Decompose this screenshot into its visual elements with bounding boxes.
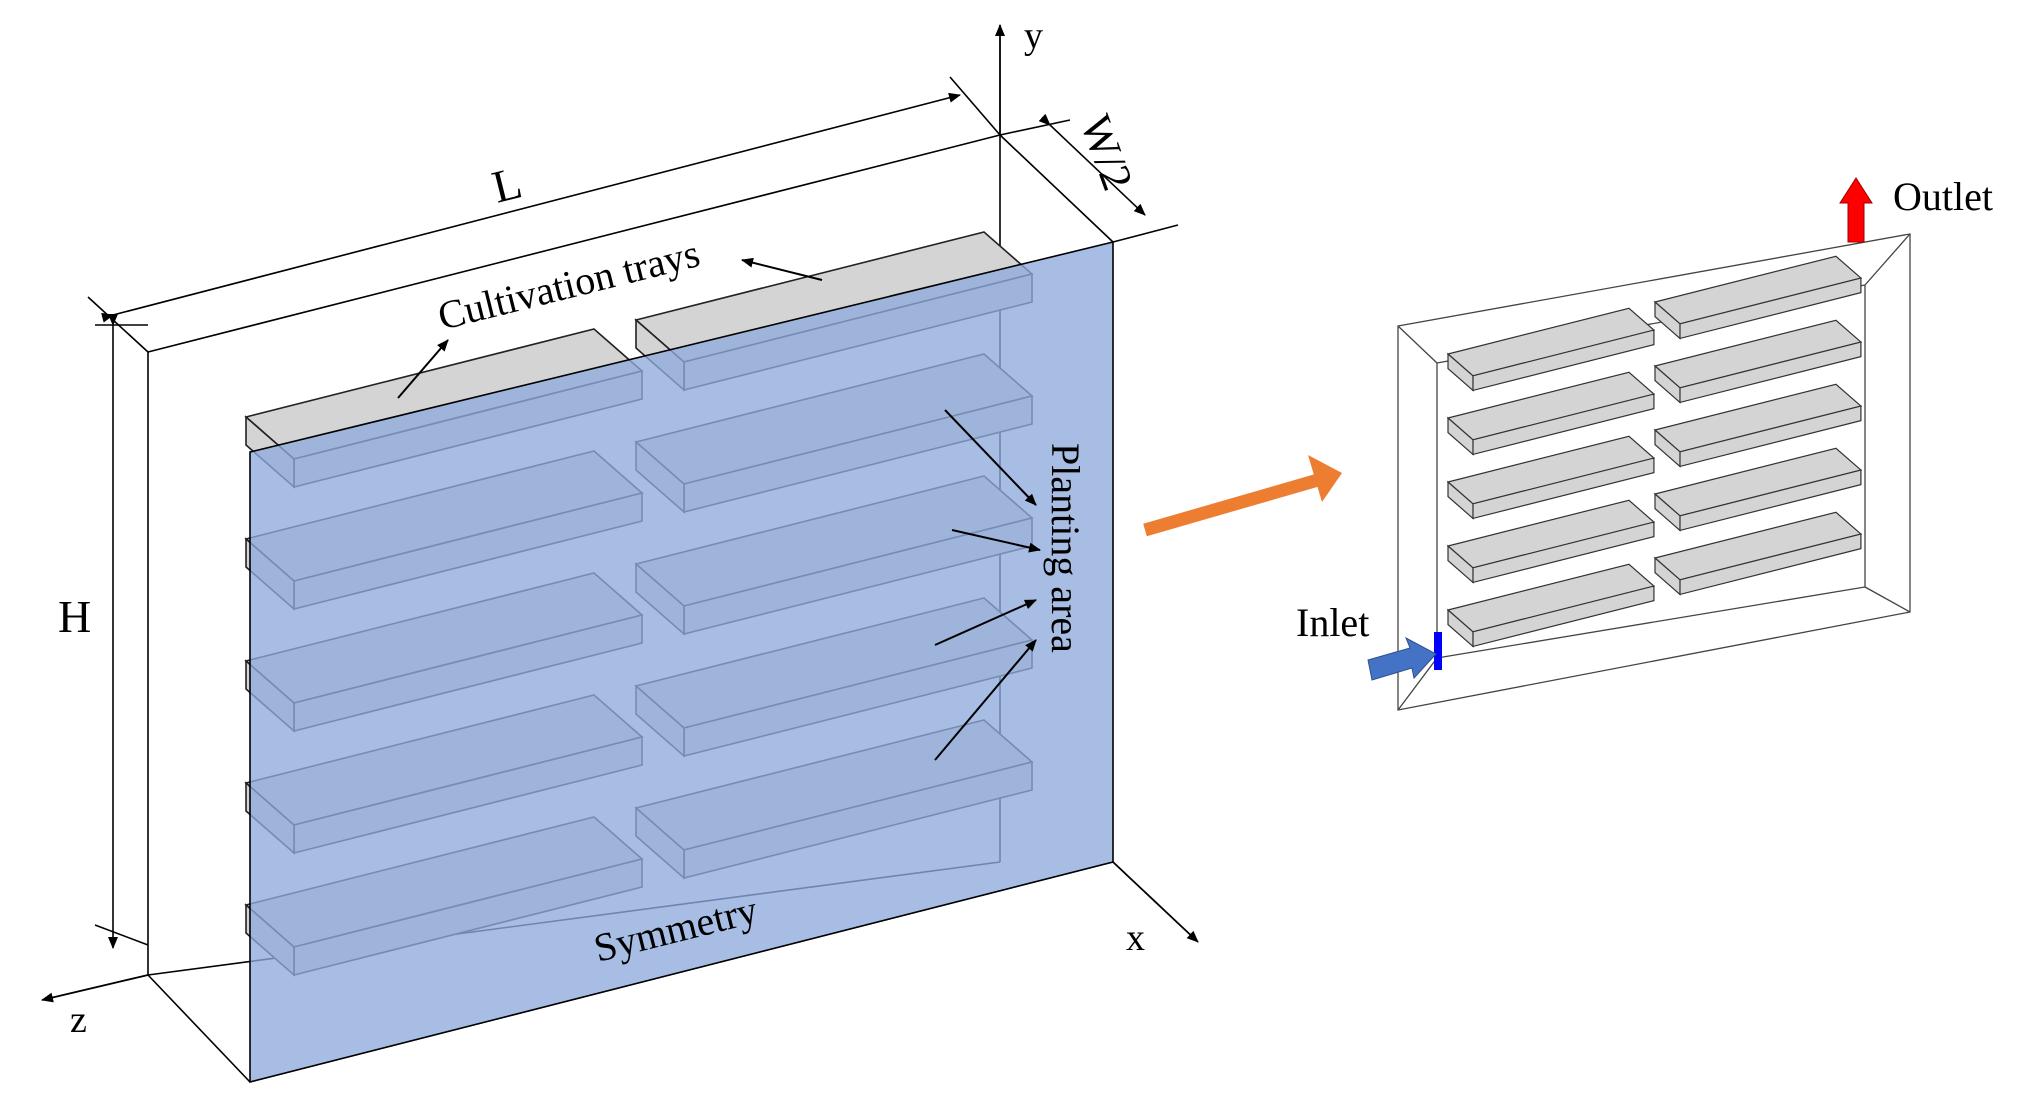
planting-pointer-arrows bbox=[934, 409, 1041, 761]
x-axis bbox=[1112, 861, 1199, 943]
inlet-face bbox=[1434, 632, 1442, 670]
cultivation-tray bbox=[1446, 499, 1656, 584]
right-tray-group bbox=[1446, 255, 1863, 648]
cultivation-tray bbox=[1653, 511, 1863, 596]
dim-W-label: W/2 bbox=[1071, 109, 1143, 197]
z-axis bbox=[41, 974, 149, 1003]
transition-arrow bbox=[1143, 455, 1342, 537]
cultivation-tray bbox=[1653, 447, 1863, 532]
left-domain-view: y x z L W/2 H Cultivation trays bbox=[41, 15, 1199, 1084]
cultivation-tray bbox=[1653, 319, 1863, 404]
cultivation-tray bbox=[1653, 255, 1863, 340]
trays-pointer-arrows bbox=[397, 257, 823, 399]
dim-H-label: H bbox=[58, 591, 91, 642]
dim-L-label: L bbox=[487, 156, 527, 212]
axis-x-label: x bbox=[1126, 917, 1145, 959]
outlet-arrow-icon bbox=[1839, 177, 1873, 243]
cultivation-tray bbox=[1446, 563, 1656, 648]
dimension-W-half bbox=[999, 113, 1179, 243]
axis-z-label: z bbox=[70, 999, 87, 1041]
planting-area-label: Planting area bbox=[1043, 443, 1088, 653]
symmetry-plane bbox=[249, 240, 1114, 1084]
cultivation-tray bbox=[1446, 307, 1656, 392]
cultivation-tray bbox=[1446, 435, 1656, 520]
dimension-H bbox=[94, 314, 149, 949]
outlet-label: Outlet bbox=[1893, 174, 1993, 219]
cultivation-tray bbox=[1653, 383, 1863, 468]
coordinate-axes bbox=[41, 24, 1199, 1003]
axis-y-label: y bbox=[1024, 15, 1043, 57]
domain-bottom-edge bbox=[249, 861, 1114, 1083]
inlet-arrow-icon bbox=[1367, 636, 1437, 681]
inlet-label: Inlet bbox=[1296, 600, 1369, 645]
cultivation-tray bbox=[1446, 371, 1656, 456]
right-domain-view: Outlet Inlet bbox=[1296, 174, 1993, 711]
